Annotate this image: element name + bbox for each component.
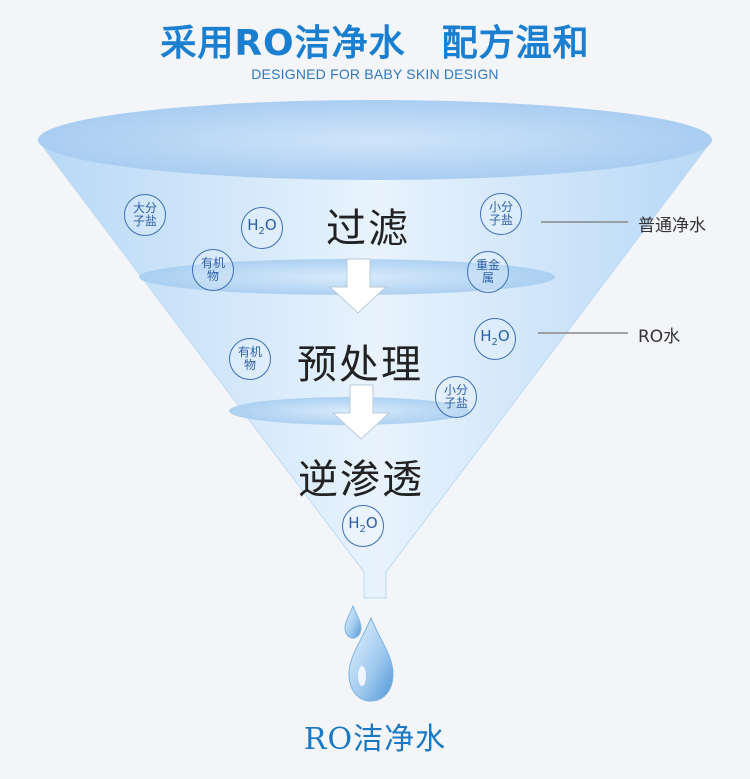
arrow-down-icon (328, 258, 388, 314)
label-ro-water: RO水 (638, 327, 681, 347)
filter-disk-2 (229, 397, 469, 425)
bubble-h2o: H2O (342, 505, 384, 547)
bubble-large-molecule-salt: 大分子盐 (124, 194, 166, 236)
bubble-h2o: H2O (241, 207, 283, 249)
bubble-heavy-metal: 重金属 (467, 251, 509, 293)
funnel-top (38, 100, 712, 180)
stage-pretreatment: 预处理 (297, 342, 423, 388)
stage-filter: 过滤 (326, 206, 410, 252)
label-ordinary-water: 普通净水 (638, 216, 706, 236)
stage-reverse-osmosis: 逆渗透 (298, 457, 424, 503)
arrow-down-icon (331, 384, 391, 440)
water-drop-small-icon (344, 604, 362, 639)
title-part-2: 配方温和 (441, 23, 590, 64)
page-subtitle: DESIGNED FOR BABY SKIN DESIGN (251, 66, 499, 82)
bubble-small-molecule-salt: 小分子盐 (435, 376, 477, 418)
bubble-organic-matter: 有机物 (229, 338, 271, 380)
page-title: 采用RO洁净水配方温和 (0, 14, 750, 66)
bubble-organic-matter: 有机物 (192, 249, 234, 291)
bubble-h2o: H2O (474, 318, 516, 360)
bubble-small-molecule-salt: 小分子盐 (480, 193, 522, 235)
output-label: RO洁净水 (303, 722, 447, 757)
title-part-1: 采用RO洁净水 (160, 23, 406, 64)
